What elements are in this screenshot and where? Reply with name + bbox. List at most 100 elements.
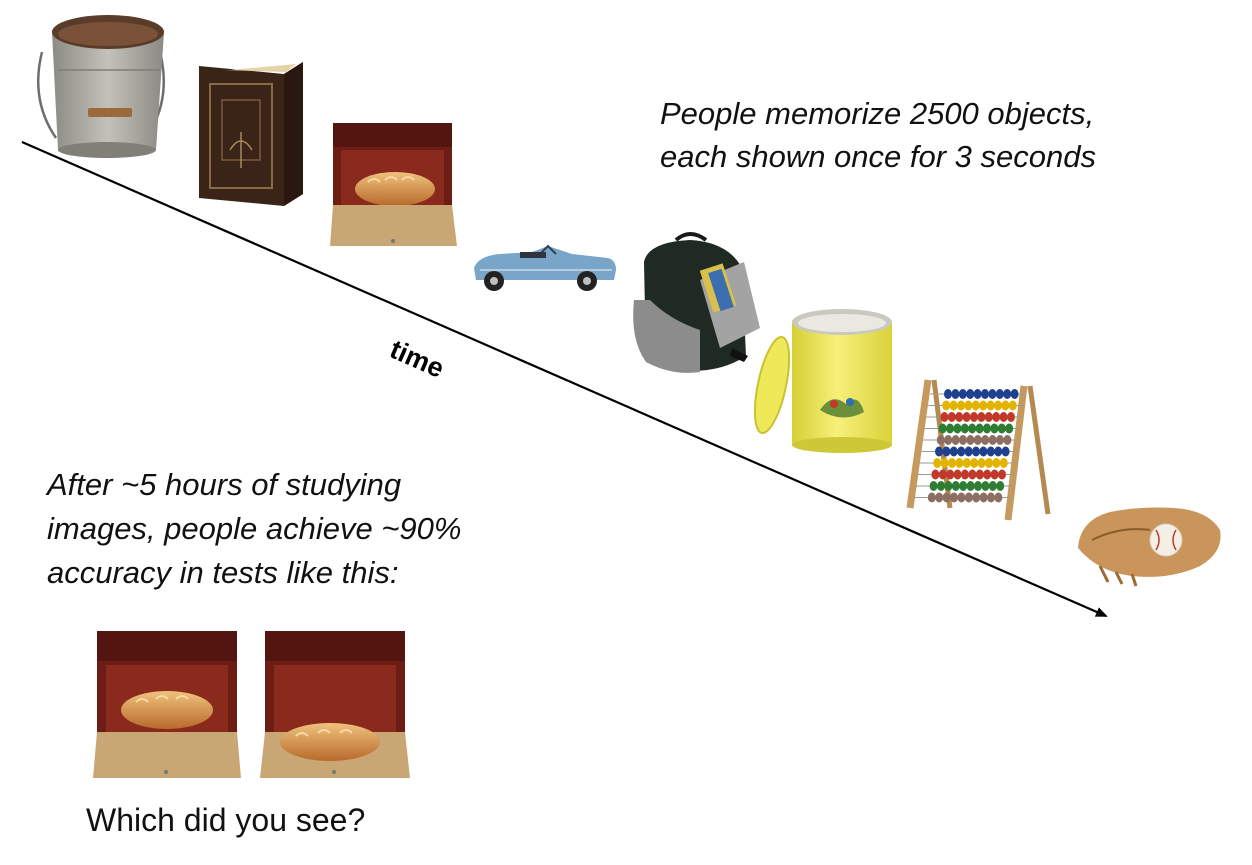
abacus-bead [950, 492, 958, 503]
abacus-bead [973, 435, 982, 445]
summary-line: accuracy in tests like this: [47, 555, 399, 590]
abacus-bead [975, 423, 984, 434]
abacus-bead [949, 400, 958, 411]
abacus-bead [979, 446, 988, 457]
abacus-bead [1001, 400, 1010, 411]
abacus-bead [959, 481, 968, 491]
time-axis-label: time [386, 334, 449, 384]
abacus-bead [996, 481, 1005, 491]
abacus-bead [1003, 435, 1012, 445]
abacus-bead [974, 481, 982, 491]
abacus-bead [953, 469, 962, 480]
car-icon [474, 244, 616, 291]
abacus-bead [973, 389, 982, 399]
abacus-bead [987, 492, 995, 503]
abacus-bead [968, 423, 977, 434]
abacus-bead [977, 412, 986, 422]
abacus-bead [994, 400, 1002, 411]
abacus-bead [985, 458, 993, 468]
abacus-bead [970, 412, 978, 422]
abacus-bead [951, 481, 960, 491]
abacus-bead [964, 492, 973, 503]
abacus-bead [953, 423, 962, 434]
abacus-bead [951, 435, 960, 445]
abacus-bead [961, 469, 969, 480]
abacus-bead [942, 446, 951, 457]
abacus-bead [931, 469, 940, 480]
timeline-arrow [21, 140, 1108, 618]
breadbox-option-icon[interactable] [260, 631, 410, 778]
abacus-icon [906, 379, 1051, 521]
summary-line: After ~5 hours of studying [47, 467, 402, 502]
abacus-bead [936, 435, 945, 445]
abacus-bead [949, 446, 958, 457]
abacus-bead [951, 389, 960, 399]
abacus-bead [938, 469, 947, 480]
abacus-bead [983, 469, 992, 480]
abacus-bead [958, 389, 967, 399]
abacus-bead [986, 446, 995, 457]
abacus-bead [955, 412, 964, 422]
abacus-bead [942, 400, 951, 411]
abacus-bead [986, 400, 995, 411]
abacus-bead [944, 389, 952, 399]
summary-line: images, people achieve ~90% [47, 511, 462, 546]
abacus-bead [966, 435, 975, 445]
bucket-icon [36, 15, 166, 158]
abacus-bead [966, 481, 975, 491]
abacus-bead [983, 423, 991, 434]
abacus-bead [959, 435, 967, 445]
abacus-bead [929, 481, 938, 491]
abacus-bead [979, 400, 988, 411]
book-icon [199, 62, 303, 206]
abacus-bead [944, 435, 953, 445]
abacus-bead [942, 492, 951, 503]
abacus-bead [999, 412, 1008, 422]
abacus-bead [984, 412, 993, 422]
abacus-bead [947, 412, 956, 422]
abacus-bead [992, 458, 1001, 468]
abacus-bead [948, 458, 956, 468]
abacus-bead [988, 389, 997, 399]
abacus-bead [962, 458, 971, 468]
headline-text: People memorize 2500 objects, each shown… [660, 92, 1220, 178]
abacus-bead [997, 423, 1006, 434]
abacus-bead [968, 469, 977, 480]
abacus-bead [935, 446, 943, 457]
abacus-bead [995, 389, 1004, 399]
headline-line: each shown once for 3 seconds [660, 139, 1096, 174]
abacus-bead [964, 446, 973, 457]
abacus-bead [946, 423, 954, 434]
abacus-bead [998, 469, 1006, 480]
abacus-bead [994, 446, 1003, 457]
abacus-bead [1010, 389, 1019, 399]
abacus-bead [957, 446, 966, 457]
abacus-bead [975, 469, 984, 480]
test-question: Which did you see? [86, 802, 366, 838]
abacus-bead [981, 389, 989, 399]
abacus-bead [944, 481, 953, 491]
breadbox-option-icon[interactable] [93, 631, 241, 778]
abacus-bead [964, 400, 973, 411]
abacus-bead [981, 435, 990, 445]
abacus-bead [935, 492, 944, 503]
abacus-bead [1001, 446, 1010, 457]
abacus-bead [938, 423, 947, 434]
abacus-bead [1005, 423, 1014, 434]
abacus-bead [957, 400, 965, 411]
backpack-icon [633, 232, 760, 373]
breadbox-icon [330, 123, 457, 246]
abacus-bead [990, 423, 999, 434]
abacus-bead [994, 492, 1003, 503]
abacus-bead [955, 458, 964, 468]
abacus-bead [1007, 412, 1015, 422]
abacus-bead [988, 481, 997, 491]
abacus-bead [937, 481, 945, 491]
abacus-bead [960, 423, 969, 434]
abacus-bead [970, 458, 979, 468]
abacus-bead [1008, 400, 1017, 411]
baseball-glove-icon [1078, 507, 1221, 587]
abacus-bead [971, 400, 980, 411]
tin-icon [753, 309, 892, 453]
